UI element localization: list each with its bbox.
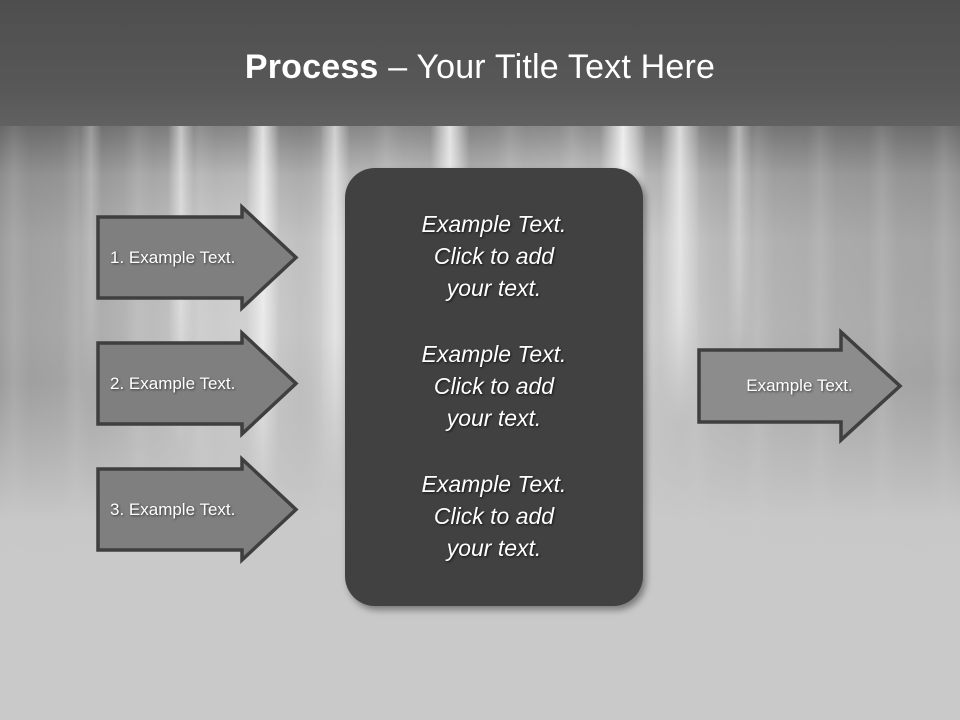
arrow-right-icon [697,328,903,444]
panel-text-block-2: Example Text. Click to add your text. [421,341,567,431]
title-band [0,0,960,126]
arrow-right-icon [96,328,299,439]
input-arrow-1[interactable]: 1. Example Text. [96,202,299,313]
page-title-regular: – Your Title Text Here [378,48,716,86]
input-arrow-2[interactable]: 2. Example Text. [96,328,299,439]
arrow-right-icon [96,454,299,565]
output-arrow[interactable]: Example Text. [697,328,903,444]
page-title: Process – Your Title Text Here [0,50,960,84]
panel-text-block-1: Example Text. Click to add your text. [421,211,567,301]
panel-text-block-3: Example Text. Click to add your text. [421,471,567,561]
process-panel[interactable]: Example Text. Click to add your text. Ex… [345,168,643,606]
arrow-right-icon [96,202,299,313]
input-arrow-3[interactable]: 3. Example Text. [96,454,299,565]
page-title-bold: Process [244,48,379,86]
